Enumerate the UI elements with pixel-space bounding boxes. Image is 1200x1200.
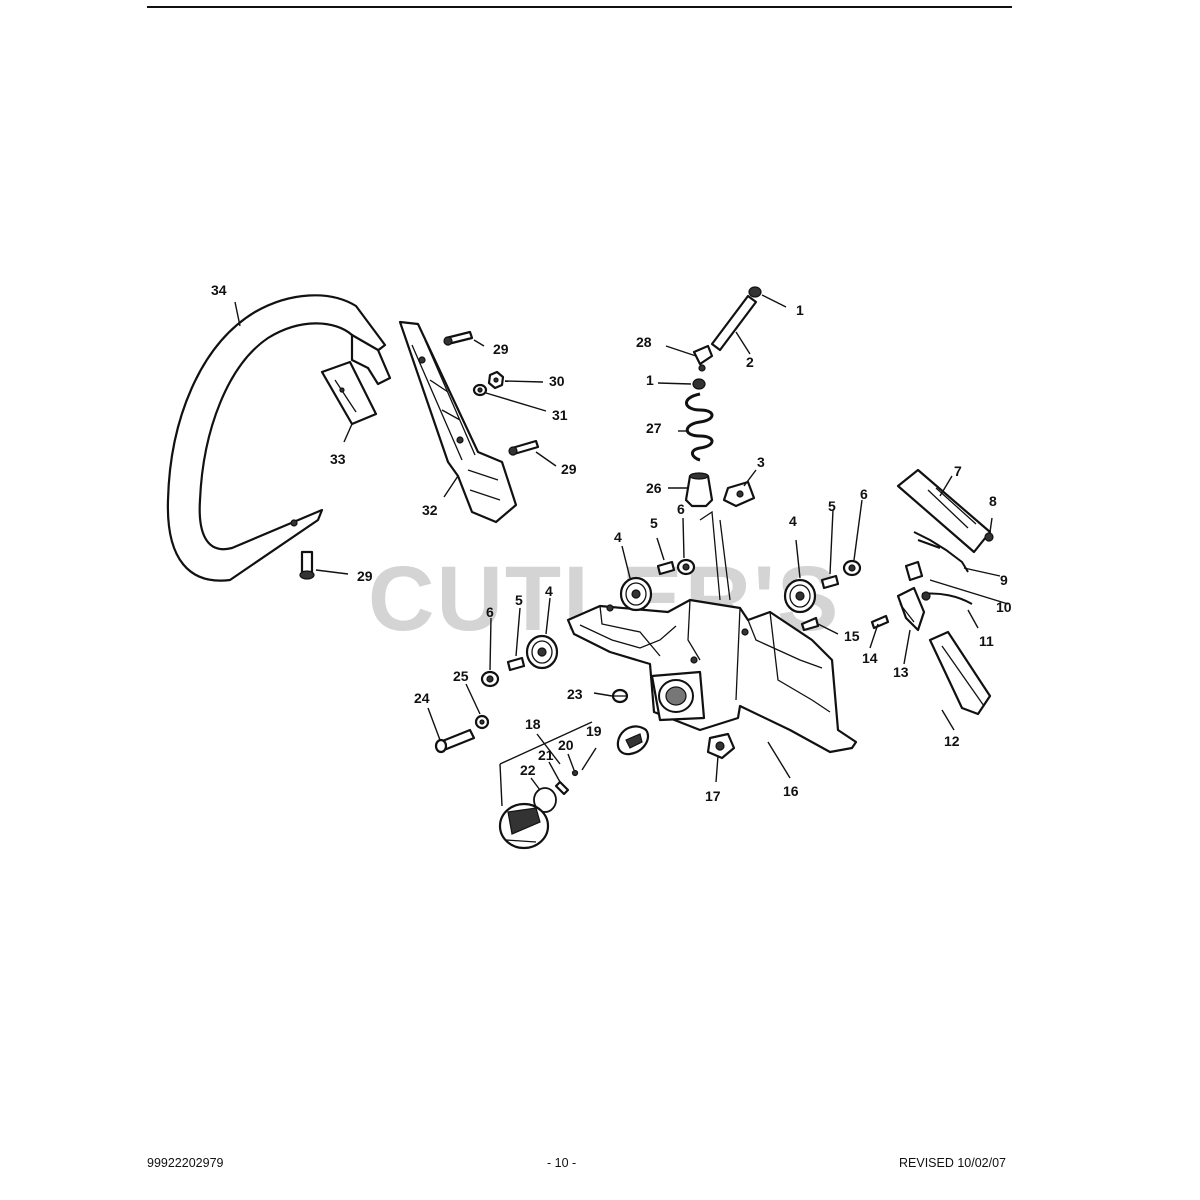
- lever-10: [904, 560, 924, 582]
- fitting-28: [692, 344, 714, 372]
- callout-29c: 29: [357, 568, 373, 584]
- screw-29-middle: [508, 439, 540, 456]
- bolt-24: [434, 728, 476, 754]
- cable-tube-2: [710, 294, 758, 352]
- callout-4c: 4: [545, 583, 553, 599]
- oil-cap-19: [616, 725, 650, 756]
- callout-29a: 29: [493, 341, 509, 357]
- screw-29-lower: [299, 550, 315, 580]
- callout-5b: 5: [828, 498, 836, 514]
- callout-9: 9: [1000, 572, 1008, 588]
- av-mount-4-left-lower: [525, 634, 559, 670]
- callout-5c: 5: [515, 592, 523, 608]
- fitting-17: [706, 732, 736, 760]
- callout-13: 13: [893, 664, 909, 680]
- callout-33: 33: [330, 451, 346, 467]
- callout-labels: 1 2 28 1 27 3 26 34 29 30 31 33 29 32 29…: [211, 282, 1012, 804]
- leader-lines: [234, 294, 1009, 807]
- callout-6c: 6: [486, 604, 494, 620]
- pin-14: [870, 614, 890, 630]
- screw-5-left-lower: [506, 656, 526, 672]
- callout-23: 23: [567, 686, 583, 702]
- av-mount-4-right: [783, 578, 817, 614]
- header-rule: [147, 6, 1012, 8]
- callout-6a: 6: [677, 501, 685, 517]
- nut-30: [487, 370, 505, 390]
- fuel-tank-chassis-16: [566, 510, 858, 754]
- washer-25: [474, 714, 490, 730]
- o-ring-20: [571, 769, 579, 777]
- callout-28: 28: [636, 334, 652, 350]
- washer-6-right: [842, 559, 862, 577]
- callout-4a: 4: [614, 529, 622, 545]
- av-mount-4-left-upper: [619, 576, 653, 612]
- cable-end-1-lower: [692, 378, 706, 390]
- callout-16: 16: [783, 783, 799, 799]
- screw-5-right: [820, 574, 840, 590]
- pin-15: [800, 616, 820, 632]
- footer-revision: REVISED 10/02/07: [899, 1156, 1007, 1170]
- callout-31: 31: [552, 407, 568, 423]
- callout-17: 17: [705, 788, 721, 804]
- footer-page-number: - 10 -: [547, 1156, 577, 1170]
- callout-2: 2: [746, 354, 754, 370]
- footer-part-number: 99922202979: [147, 1156, 224, 1170]
- callout-8: 8: [989, 493, 997, 509]
- callout-29b: 29: [561, 461, 577, 477]
- callout-10: 10: [996, 599, 1012, 615]
- callout-30: 30: [549, 373, 565, 389]
- plug-23: [611, 688, 629, 704]
- grommet-26: [684, 472, 714, 508]
- washer-6-left-lower: [480, 670, 500, 688]
- callout-1a: 1: [796, 302, 804, 318]
- cable-end-1-top: [748, 286, 762, 298]
- callout-15: 15: [844, 628, 860, 644]
- callout-22: 22: [520, 762, 536, 778]
- callout-4b: 4: [789, 513, 797, 529]
- callout-25: 25: [453, 668, 469, 684]
- callout-20: 20: [558, 737, 574, 753]
- callout-7: 7: [954, 463, 962, 479]
- callout-12: 12: [944, 733, 960, 749]
- callout-6b: 6: [860, 486, 868, 502]
- gasket-22: [533, 787, 557, 813]
- callout-19: 19: [586, 723, 602, 739]
- screw-29-upper: [443, 330, 474, 346]
- fuel-cap-18: [498, 802, 550, 850]
- grip-12: [928, 630, 992, 716]
- callout-26: 26: [646, 480, 662, 496]
- screw-8: [984, 532, 994, 542]
- rod-11: [921, 591, 973, 605]
- callout-11: 11: [979, 633, 994, 649]
- callout-27: 27: [646, 420, 662, 436]
- pin-21: [554, 780, 570, 796]
- callout-24: 24: [414, 690, 430, 706]
- washer-31: [472, 383, 488, 397]
- callout-14: 14: [862, 650, 878, 666]
- handle-grip-pad: [320, 360, 378, 426]
- trigger-13: [896, 586, 926, 632]
- handle-side-bracket: [398, 320, 518, 524]
- spring-clip-9: [913, 531, 969, 573]
- callout-18: 18: [525, 716, 541, 732]
- mount-3: [722, 480, 756, 508]
- callout-34: 34: [211, 282, 227, 298]
- spring-27: [685, 392, 714, 462]
- washer-6-left-upper: [676, 558, 696, 576]
- callout-5a: 5: [650, 515, 658, 531]
- callout-21: 21: [538, 747, 554, 763]
- callout-3: 3: [757, 454, 765, 470]
- screw-5-left-upper: [656, 560, 676, 576]
- front-handle-bar: [166, 294, 392, 582]
- callout-32: 32: [422, 502, 438, 518]
- callout-1b: 1: [646, 372, 654, 388]
- cover-7: [896, 468, 992, 554]
